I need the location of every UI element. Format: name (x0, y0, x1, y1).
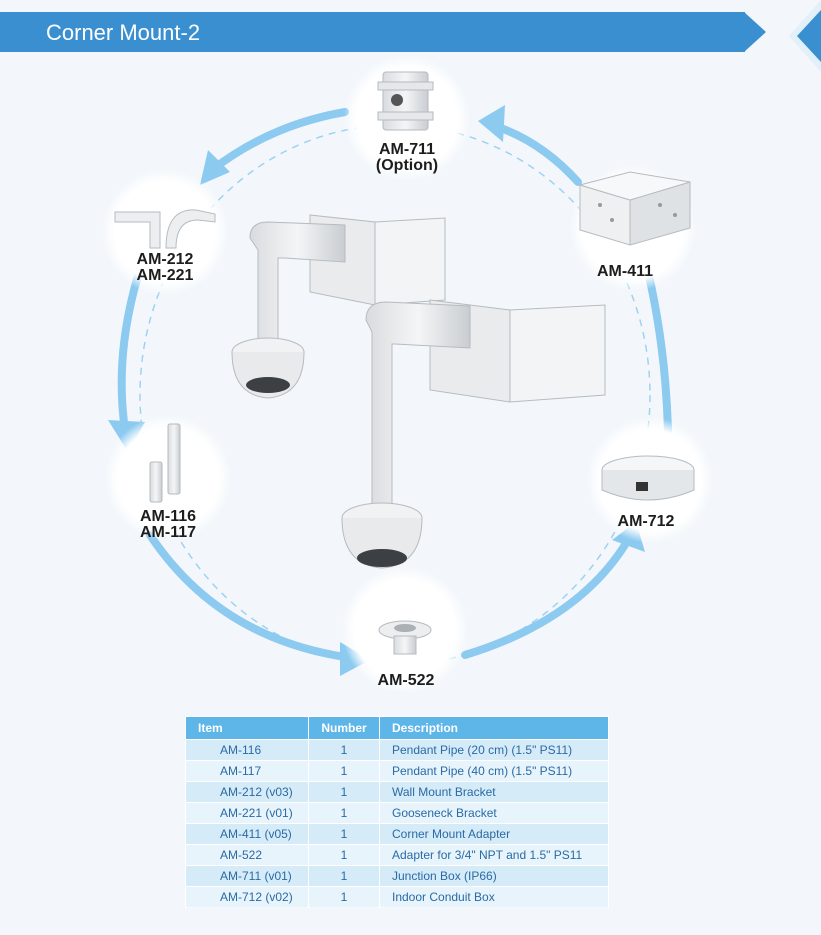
assembled-camera-large-image (341, 299, 606, 569)
header-arrow-shape (744, 12, 766, 52)
cell-description: Wall Mount Bracket (379, 781, 609, 803)
cell-item: AM-116 (185, 739, 309, 761)
arc-top-right (488, 121, 582, 186)
am212-am221-brackets-image (114, 209, 216, 249)
am711-junction-box-image (377, 71, 434, 131)
cell-description: Adapter for 3/4" NPT and 1.5" PS11 (379, 844, 609, 866)
cell-number: 1 (308, 760, 380, 782)
am522-adapter-image (378, 620, 432, 655)
cell-description: Pendant Pipe (40 cm) (1.5" PS11) (379, 760, 609, 782)
cell-description: Junction Box (IP66) (379, 865, 609, 887)
cell-item: AM-411 (v05) (185, 823, 309, 845)
corner-tab-icon (789, 0, 821, 72)
column-header-number: Number (308, 716, 380, 740)
cell-description: Indoor Conduit Box (379, 886, 609, 908)
arrowhead-top-right (478, 105, 505, 142)
am712-conduit-box-image (601, 455, 695, 501)
table-header-row: Item Number Description (185, 716, 609, 740)
cell-item: AM-117 (185, 760, 309, 782)
cell-number: 1 (308, 886, 380, 908)
cell-description: Corner Mount Adapter (379, 823, 609, 845)
cell-number: 1 (308, 739, 380, 761)
cell-item: AM-712 (v02) (185, 886, 309, 908)
cell-number: 1 (308, 865, 380, 887)
cell-item: AM-711 (v01) (185, 865, 309, 887)
arc-top-left (208, 108, 349, 174)
cell-item: AM-522 (185, 844, 309, 866)
assembled-camera-small-image (231, 214, 446, 399)
section-header-bar (0, 12, 745, 52)
am116-am117-pipes-image (149, 423, 181, 503)
node-label-am411: AM-411 (596, 263, 654, 280)
cell-item: AM-212 (v03) (185, 781, 309, 803)
accessory-diagram (102, 55, 713, 693)
node-label-am712: AM-712 (617, 513, 675, 530)
arc-bottom-left (146, 531, 356, 662)
node-label-am711: AM-711(Option) (375, 141, 439, 174)
cell-item: AM-221 (v01) (185, 802, 309, 824)
cell-number: 1 (308, 844, 380, 866)
cell-number: 1 (308, 802, 380, 824)
page-title: Corner Mount-2 (46, 20, 201, 45)
arrowhead-top-left (200, 150, 230, 185)
cell-number: 1 (308, 823, 380, 845)
cell-description: Pendant Pipe (20 cm) (1.5" PS11) (379, 739, 609, 761)
cell-description: Gooseneck Bracket (379, 802, 609, 824)
node-label-am522: AM-522 (377, 672, 435, 689)
column-header-description: Description (379, 716, 609, 740)
column-header-item: Item (185, 716, 309, 740)
arc-bottom-right (461, 536, 632, 659)
am411-corner-adapter-image (578, 171, 691, 246)
cell-number: 1 (308, 781, 380, 803)
